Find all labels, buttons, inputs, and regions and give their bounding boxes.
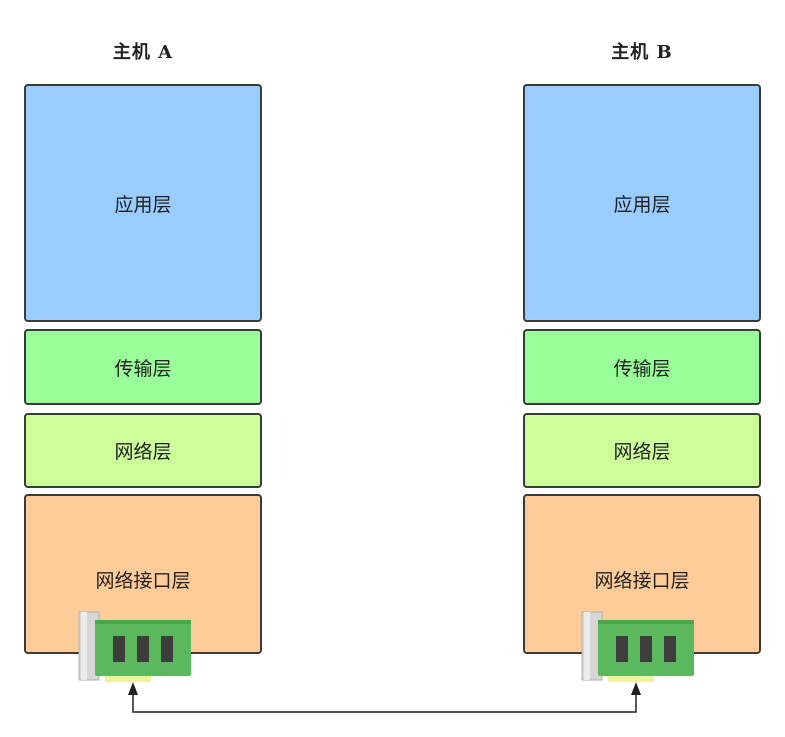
host-a-title: 主机 A: [112, 42, 174, 63]
host-a-transport-layer: 传输层: [24, 329, 262, 405]
host-b-network-layer: 网络层: [523, 413, 761, 488]
host-b-transport-layer: 传输层: [523, 329, 761, 405]
arrow-up-icon: [128, 682, 138, 695]
host-a-network-layer: 网络层: [24, 413, 262, 488]
network-card-icon: [581, 611, 694, 682]
network-card-icon: [78, 611, 191, 682]
arrow-up-icon: [631, 682, 641, 695]
host-b-title: 主机 B: [611, 42, 673, 63]
host-b-application-layer: 应用层: [523, 84, 761, 322]
host-a-application-layer: 应用层: [24, 84, 262, 322]
